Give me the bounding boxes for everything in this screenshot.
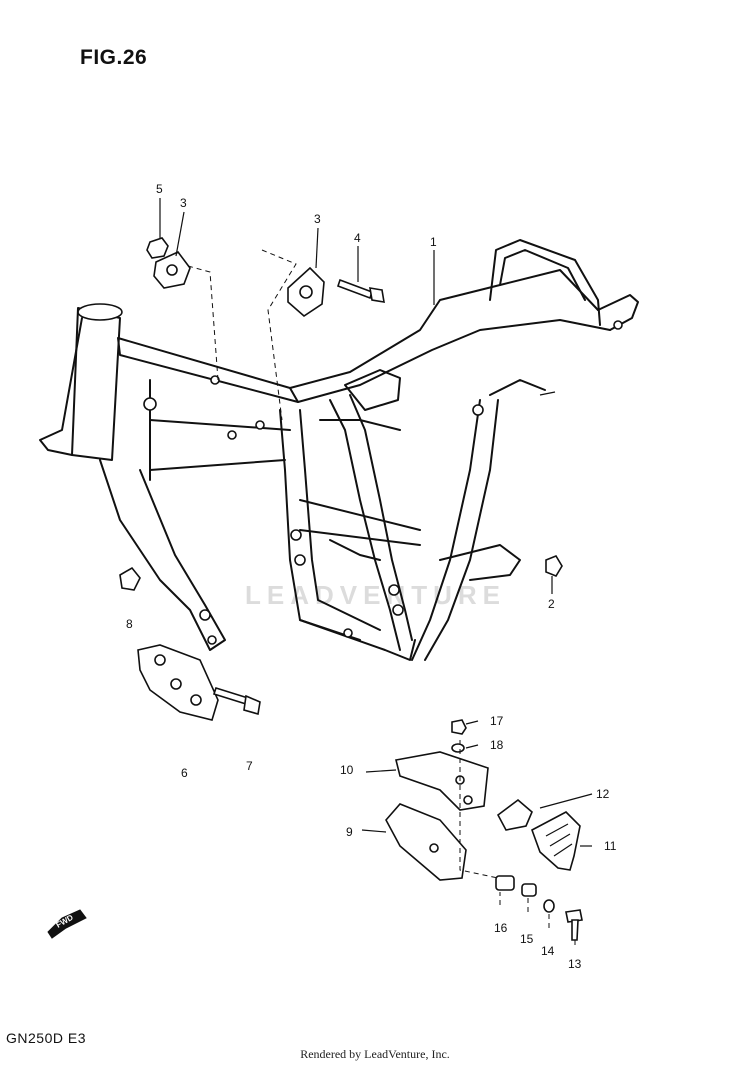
- plate-part-3-left: [153, 251, 191, 289]
- figure-title: FIG.26: [80, 46, 148, 69]
- callouts: 5 3 3 4 1 2 8 6 7 10 9 17 18 12 11 16 15…: [126, 182, 617, 971]
- callout-9: 9: [346, 825, 353, 839]
- callout-2: 2: [548, 597, 555, 611]
- callout-18: 18: [490, 738, 504, 752]
- callout-3-left: 3: [180, 196, 187, 210]
- callout-7: 7: [246, 759, 253, 773]
- main-frame: [39, 239, 639, 661]
- washer-part-18: [451, 743, 465, 753]
- callout-15: 15: [520, 932, 534, 946]
- callout-11: 11: [604, 839, 617, 853]
- fwd-arrow-icon: FWD: [47, 909, 87, 939]
- callout-1: 1: [430, 235, 437, 249]
- bracket-part-12: [496, 798, 533, 831]
- leader-lines: [159, 198, 593, 945]
- callout-4: 4: [354, 231, 361, 245]
- bush-part-16: [495, 875, 515, 891]
- cushion-part-2: [545, 555, 563, 577]
- nut-part-17: [451, 719, 467, 735]
- washer-part-14: [543, 899, 555, 913]
- plate-part-3-right: [287, 266, 325, 318]
- callout-10: 10: [340, 763, 354, 777]
- bracket-part-10: [395, 751, 489, 811]
- rendered-by-credit: Rendered by LeadVenture, Inc.: [300, 1047, 450, 1061]
- callout-14: 14: [541, 944, 555, 958]
- callout-16: 16: [494, 921, 508, 935]
- collar-part-15: [521, 883, 537, 897]
- callout-6: 6: [181, 766, 188, 780]
- callout-13: 13: [568, 957, 582, 971]
- bolt-part-7: [212, 687, 261, 716]
- callout-3-right: 3: [314, 212, 321, 226]
- model-code: GN250D E3: [6, 1030, 86, 1046]
- bolt-part-13: [565, 909, 583, 941]
- bracket-part-11: [531, 811, 581, 871]
- callout-5: 5: [156, 182, 163, 196]
- callout-17: 17: [490, 714, 504, 728]
- cover-part-9: [385, 803, 467, 881]
- engine-mount-plate-6: [137, 644, 219, 721]
- callout-8: 8: [126, 617, 133, 631]
- cushion-part-8: [119, 566, 141, 591]
- bolt-part-4: [336, 278, 385, 303]
- nut-part-5: [146, 237, 169, 259]
- callout-12: 12: [596, 787, 610, 801]
